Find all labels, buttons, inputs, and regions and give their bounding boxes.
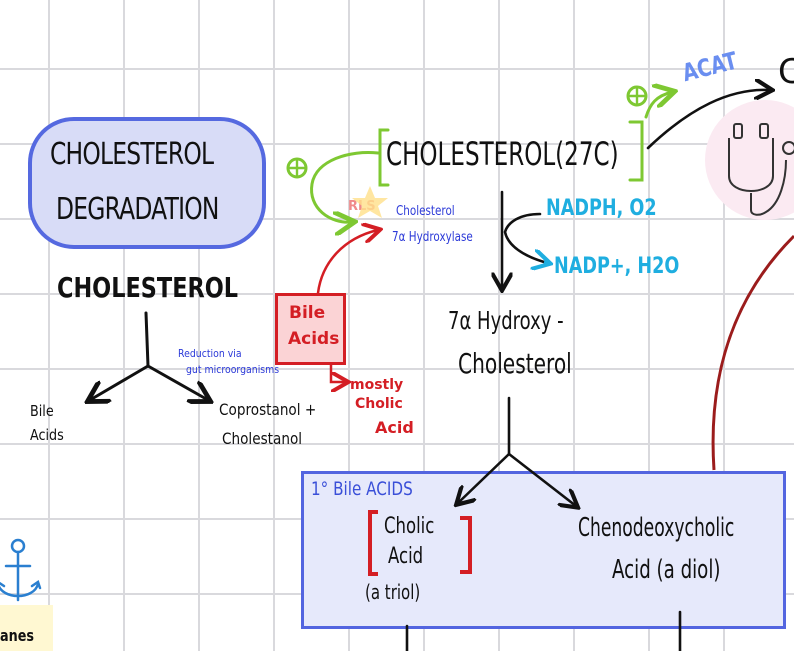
left-product-line-1: Bile bbox=[30, 402, 54, 420]
reduction-note-line-1: Reduction via bbox=[178, 347, 242, 360]
enzyme-line-2: 7α Hydroxylase bbox=[392, 230, 473, 245]
cholic-line-3: (a triol) bbox=[365, 580, 421, 604]
right-product-line-1: Coprostanol + bbox=[219, 400, 317, 419]
feedback-note-line-3: Acid bbox=[375, 418, 414, 437]
stethoscope-icon bbox=[728, 123, 794, 216]
main-pathway-arrows bbox=[405, 90, 770, 651]
cholic-line-2: Acid bbox=[388, 544, 424, 569]
title-line-1: CHOLESTEROL bbox=[50, 137, 214, 172]
primary-bile-acids-box bbox=[301, 471, 786, 629]
feedback-arrows bbox=[316, 230, 378, 382]
title-cloud bbox=[28, 117, 266, 249]
reduction-note-line-2: gut microorganisms bbox=[186, 363, 280, 376]
cofactor-out: NADP+, H2O bbox=[554, 254, 680, 279]
product-line-2: Cholesterol bbox=[458, 347, 572, 380]
top-right-fragment: C bbox=[778, 52, 794, 92]
feedback-box-line-1: Bile bbox=[289, 303, 326, 323]
product-line-1: 7α Hydroxy - bbox=[448, 306, 564, 335]
stethoscope-backdrop bbox=[705, 100, 794, 220]
right-product-line-2: Cholestanol bbox=[222, 429, 303, 448]
green-activation bbox=[286, 87, 672, 222]
bile-acids-heading: 1° Bile ACIDS bbox=[311, 478, 413, 500]
enzyme-line-1: Cholesterol bbox=[396, 204, 455, 219]
cholic-brackets bbox=[368, 510, 472, 576]
right-curve-arrow bbox=[711, 234, 794, 471]
corner-note-card bbox=[0, 605, 53, 651]
anchor-icon bbox=[0, 538, 42, 602]
corner-note-text: anes bbox=[0, 626, 35, 645]
cholic-line-1: Cholic bbox=[384, 514, 435, 539]
left-tree-root: CHOLESTEROL bbox=[57, 271, 239, 304]
bile-acids-feedback-box bbox=[275, 293, 346, 365]
left-tree-arrows bbox=[90, 311, 208, 400]
cdca-line-1: Chenodeoxycholic bbox=[578, 513, 735, 543]
rls-star-icon bbox=[352, 186, 388, 218]
feedback-note-line-1: mostly bbox=[350, 377, 404, 393]
title-line-2: DEGRADATION bbox=[56, 192, 219, 227]
feedback-note-line-2: Cholic bbox=[355, 396, 403, 412]
cdca-line-2: Acid (a diol) bbox=[612, 555, 721, 585]
cofactor-in: NADPH, O2 bbox=[546, 196, 657, 221]
main-cholesterol-label: CHOLESTEROL(27C) bbox=[386, 135, 619, 173]
left-product-line-2: Acids bbox=[30, 426, 64, 444]
feedback-box-line-2: Acids bbox=[288, 329, 340, 349]
